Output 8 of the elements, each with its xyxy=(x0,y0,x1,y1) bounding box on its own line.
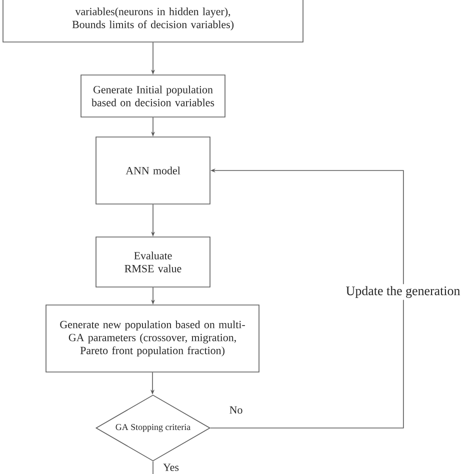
process-box: Generate new population based on multi-GA parameters (crossover, migration, Pareto front population fraction) xyxy=(46,304,260,372)
process-box: variables(neurons in hidden layer), Bounds limits of decision variables) xyxy=(2,0,304,42)
process-box: Generate Initial population based on decision variables xyxy=(80,74,226,118)
process-box: ANN model xyxy=(96,136,210,204)
edge-label: Yes xyxy=(163,464,179,472)
process-box: Evaluate RMSE value xyxy=(96,236,210,288)
edge-label: No xyxy=(230,406,242,414)
loop-label: Update the generation xyxy=(346,286,460,298)
